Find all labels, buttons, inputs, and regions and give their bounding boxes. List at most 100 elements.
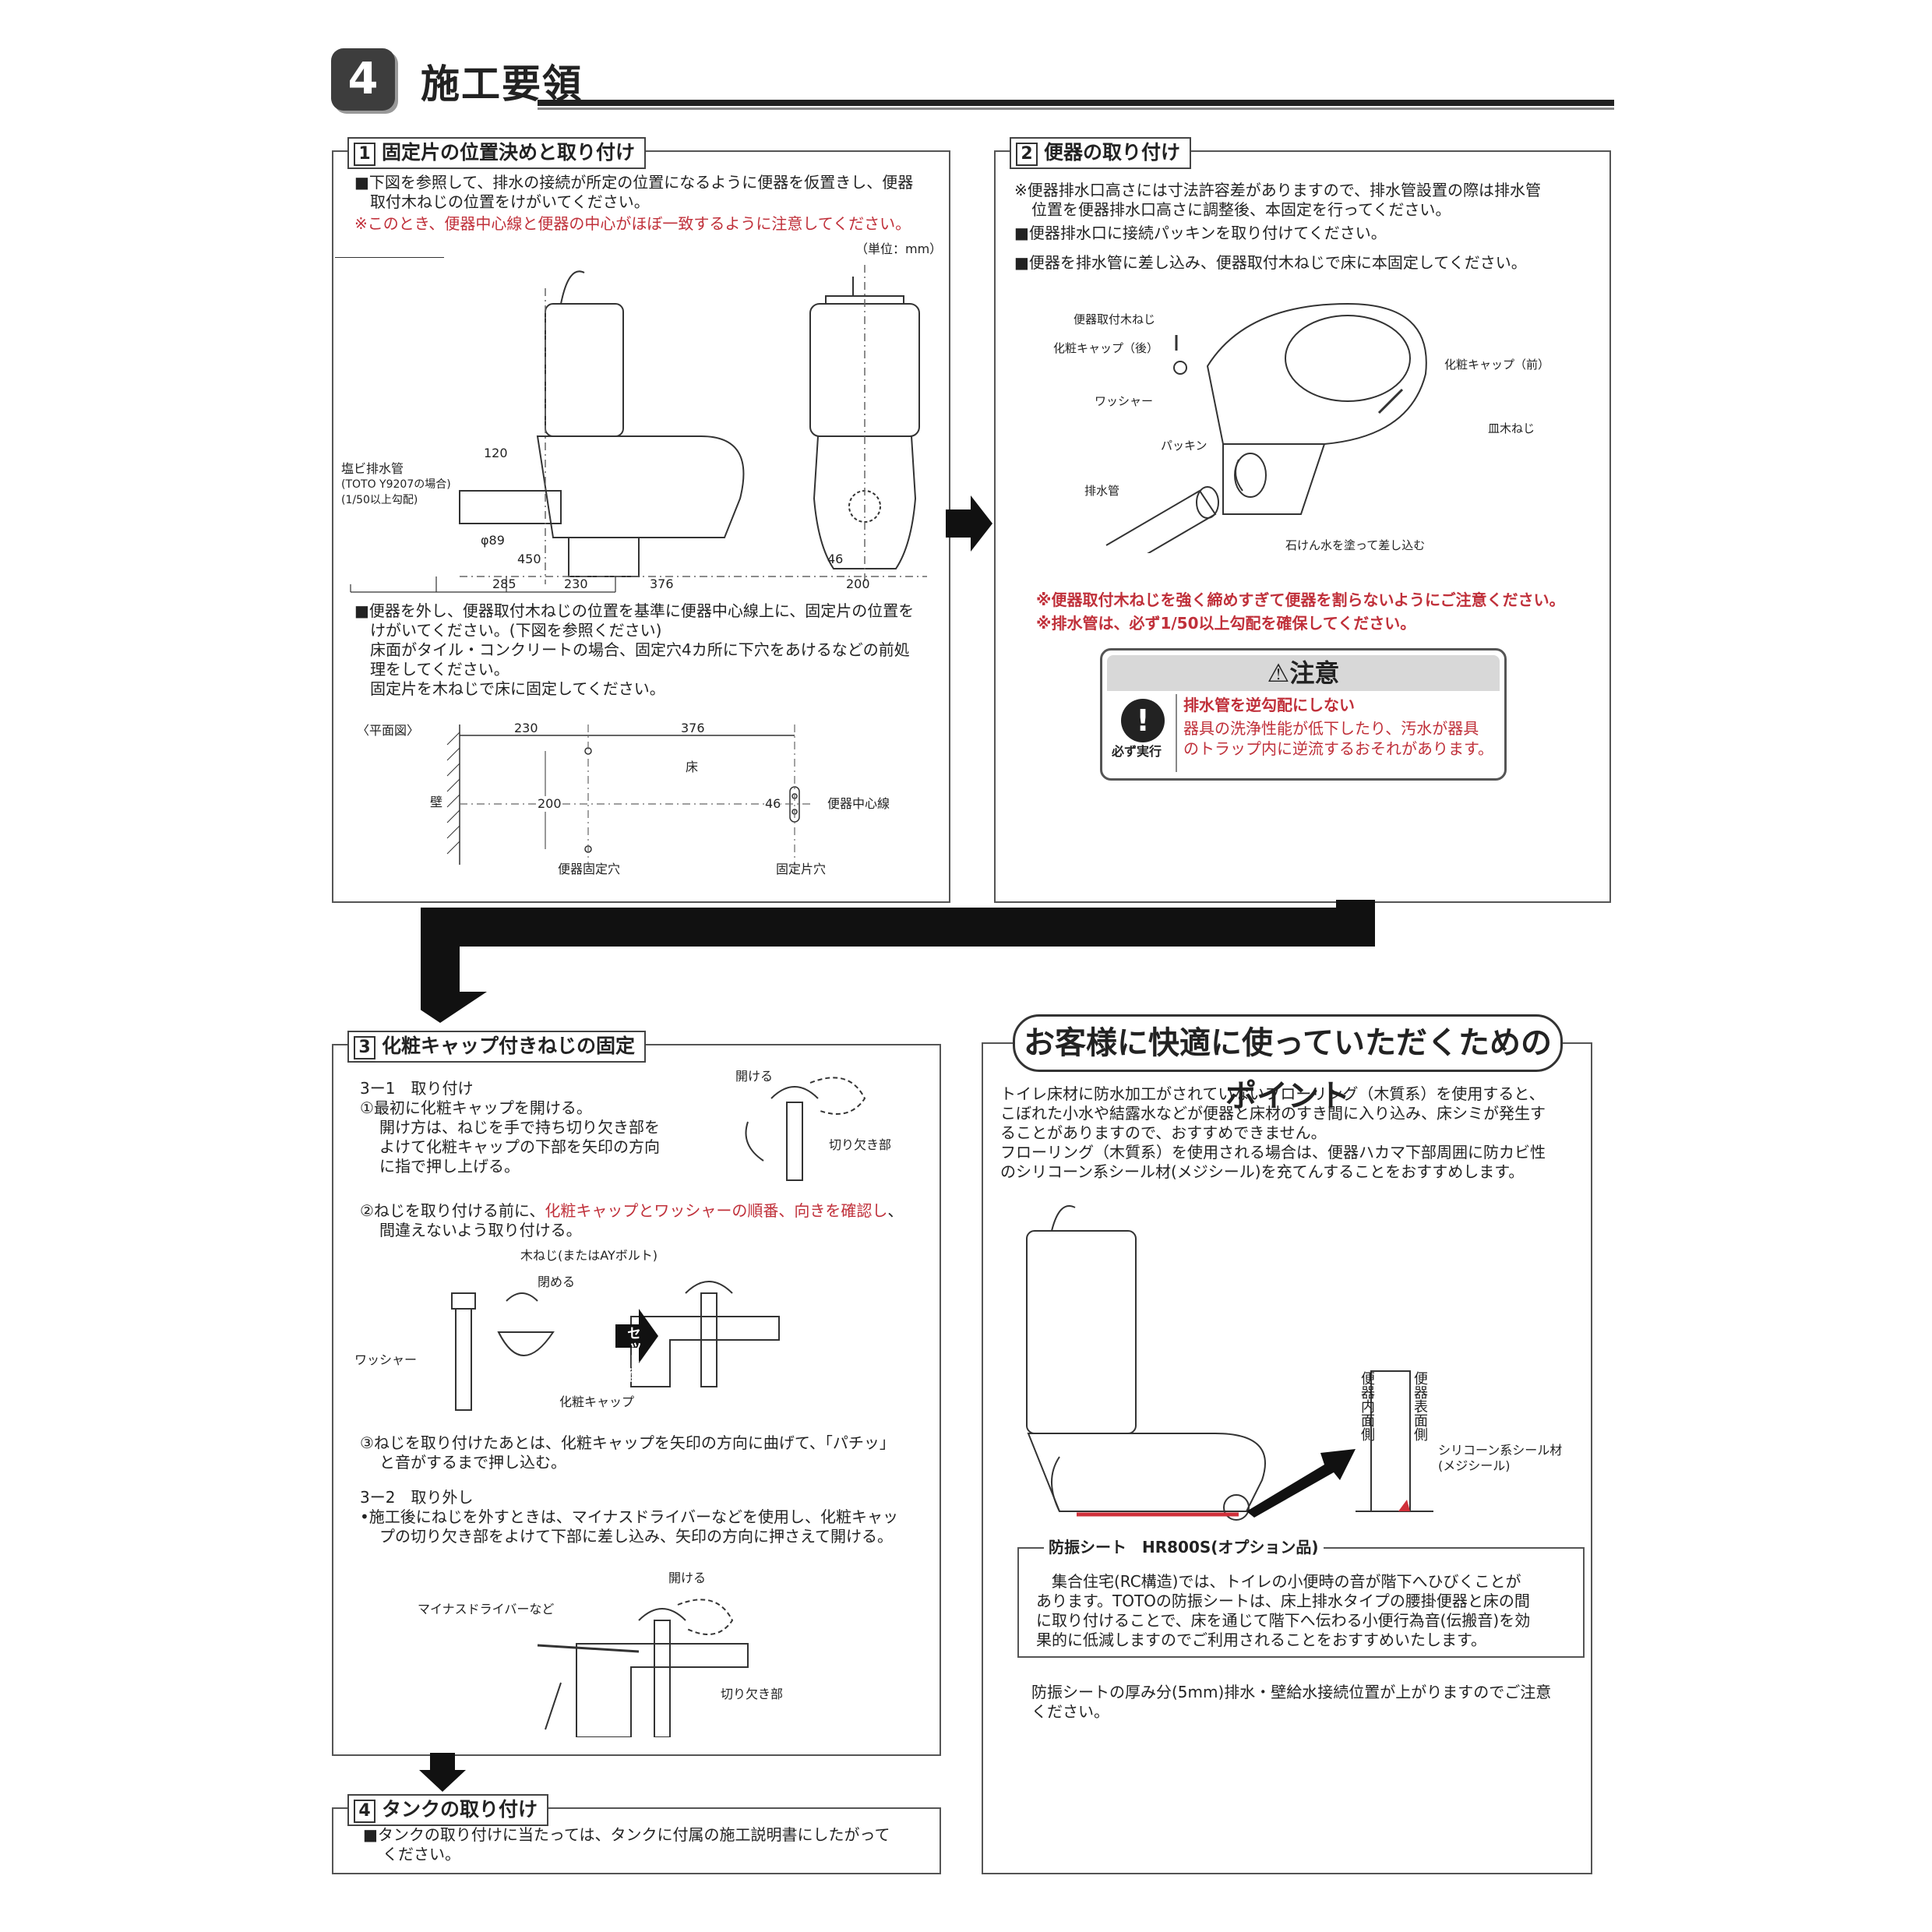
caution-body-line1: 器具の洗浄性能が低下したり、汚水が器具 <box>1183 719 1479 738</box>
section-number-badge: 4 <box>331 48 395 111</box>
d285-label: 285 <box>492 576 516 591</box>
seal-label-1: シリコーン系シール材 <box>1438 1443 1563 1458</box>
panel1-text1-line2: 取付木ねじの位置をけがいてください。 <box>370 192 650 211</box>
panel4-line2: ください。 <box>383 1845 460 1863</box>
panel3-title-text: 化粧キャップ付きねじの固定 <box>382 1035 636 1057</box>
panel2-title-text: 便器の取り付け <box>1044 141 1181 164</box>
arrow-right <box>946 495 992 552</box>
panel2-note1: ※便器取付木ねじを強く締めすぎて便器を割らないようにご注意ください。 <box>1036 591 1565 609</box>
panel-cap-screw <box>332 1044 941 1756</box>
plan-d376: 376 <box>681 721 705 735</box>
set-after-label: セット後 <box>625 1326 641 1382</box>
sheet-box <box>1017 1547 1585 1658</box>
unit-label: （単位：mm） <box>855 242 943 256</box>
label-pipe: 排水管 <box>1084 484 1120 498</box>
panel1-note: ※このとき、便器中心線と便器の中心がほぼ一致するように注意してください。 <box>354 214 911 233</box>
d200-label: 200 <box>846 576 870 591</box>
header-rule-shadow <box>538 108 1614 110</box>
d46-label: 46 <box>827 552 844 566</box>
sheet-line3: に取り付けることで、床を通じて階下へ伝わる小便行為音(伝搬音)を効 <box>1036 1611 1531 1630</box>
toilet-side-front-diagram <box>335 257 927 593</box>
washer-label: ワッシャー <box>354 1352 418 1367</box>
notch-label: 切り欠き部 <box>829 1137 892 1152</box>
arrow-down <box>419 1753 466 1792</box>
panel2-text-line1: ※便器排水口高さには寸法許容差がありますので、排水管設置の際は排水管 <box>1014 181 1541 199</box>
pipe-sub2: (1/50以上勾配) <box>341 494 418 506</box>
plan-view-diagram <box>446 724 810 865</box>
panel1-text2-line1: ■便器を外し、便器取付木ねじの位置を基準に便器中心線上に、固定片の位置を <box>354 601 915 620</box>
sheet-line4: 果的に低減しますのでご利用されることをおすすめいたします。 <box>1036 1631 1486 1649</box>
panel1-text2-line3: 床面がタイル・コンクリートの場合、固定穴4カ所に下穴をあけるなどの前処 <box>370 640 910 659</box>
label-flat-screw: 皿木ねじ <box>1488 421 1535 435</box>
pipe-label: 塩ビ排水管 <box>341 461 404 476</box>
panel1-number: 1 <box>354 143 375 166</box>
panel1-text2-line5: 固定片を木ねじで床に固定してください。 <box>370 679 665 698</box>
panel3-number: 3 <box>354 1036 375 1059</box>
s1-1-line3: よけて化粧キャップの下部を矢印の方向 <box>379 1137 660 1156</box>
panel1-title-text: 固定片の位置決めと取り付け <box>382 141 636 164</box>
must-do-label: 必ず実行 <box>1112 744 1162 759</box>
label-cap-back: 化粧キャップ（後） <box>1053 341 1159 355</box>
cap-label: 化粧キャップ <box>559 1394 635 1409</box>
sheet-line2: あります。TOTOの防振シートは、床上排水タイプの腰掛便器と床の間 <box>1036 1592 1530 1610</box>
panel2-number: 2 <box>1016 143 1038 166</box>
caution-title: 排水管を逆勾配にしない <box>1183 696 1355 714</box>
panel2-text-line2: 位置を便器排水口高さに調整後、本固定を行ってください。 <box>1031 200 1451 219</box>
outer-side-label: 便器表面側 <box>1412 1371 1428 1441</box>
plan-d46: 46 <box>765 796 781 812</box>
open2-label: 開ける <box>668 1571 707 1585</box>
label-packing: パッキン <box>1161 439 1208 453</box>
panel1-text2-line2: けがいてください。(下図を参照ください) <box>370 621 662 640</box>
s1-1-line1: ①最初に化粧キャップを開ける。 <box>360 1098 592 1117</box>
panel2-note2: ※排水管は、必ず1/50以上勾配を確保してください。 <box>1036 614 1416 633</box>
sheet-title: 防振シート HR800S(オプション品) <box>1044 1538 1324 1557</box>
plan-center-label: 便器中心線 <box>827 796 890 811</box>
point-text-line3: ることがありますので、おすすめできません。 <box>1000 1123 1327 1142</box>
label-screw: 便器取付木ねじ <box>1074 312 1156 326</box>
panel2-text-line3: ■便器排水口に接続パッキンを取り付けてください。 <box>1014 224 1387 242</box>
s1-2-b: 、 <box>887 1201 904 1220</box>
point-text-line4: フローリング（木質系）を使用される場合は、便器ハカマ下部周囲に防カビ性 <box>1000 1143 1546 1162</box>
s1-1-line4: に指で押し上げる。 <box>379 1157 520 1176</box>
panel-comfort-points <box>982 1042 1592 1874</box>
caution-divider <box>1176 694 1177 772</box>
plan-floor: 床 <box>686 760 699 774</box>
seal-label-2: (メジシール) <box>1438 1458 1511 1473</box>
d450-label: 450 <box>517 552 541 566</box>
screw-label: 木ねじ(またはAYボルト) <box>520 1248 658 1263</box>
pipe-sub1: (TOTO Y9207の場合) <box>341 478 451 491</box>
caution-header-text: 注意 <box>1289 658 1340 688</box>
driver-label: マイナスドライバーなど <box>418 1602 555 1616</box>
open-label: 開ける <box>735 1069 774 1084</box>
d120-label: 120 <box>484 446 508 460</box>
panel3-title: 3 化粧キャップ付きねじの固定 <box>347 1031 647 1063</box>
s1-2-line2: 間違えないよう取り付ける。 <box>379 1221 582 1239</box>
plan-hole2: 固定片穴 <box>776 862 827 876</box>
point-text-line1: トイレ床材に防水加工がされていないフローリング（木質系）を使用すると、 <box>1000 1084 1545 1103</box>
cap-set-diagram <box>451 1281 780 1411</box>
plan-title: 〈平面図〉 <box>357 723 420 738</box>
cap-remove-diagram <box>537 1599 749 1737</box>
s1-2-red: 化粧キャップとワッシャーの順番、向きを確認し <box>545 1201 888 1220</box>
panel4-title-text: タンクの取り付け <box>382 1798 538 1821</box>
plan-hole1: 便器固定穴 <box>558 862 621 876</box>
panel2-text-line4: ■便器を排水管に差し込み、便器取付木ねじで床に本固定してください。 <box>1014 253 1527 272</box>
s1-3-line2: と音がするまで押し込む。 <box>379 1453 566 1472</box>
d230-label: 230 <box>564 576 588 591</box>
d376-label: 376 <box>650 576 674 591</box>
s1-2-a: ②ねじを取り付ける前に、 <box>360 1201 545 1220</box>
phi89-label: φ89 <box>481 533 505 548</box>
inner-side-label: 便器内面側 <box>1359 1371 1375 1441</box>
cap-open-diagram <box>745 1077 866 1181</box>
header-rule <box>538 100 1614 106</box>
footer-line2: ください。 <box>1031 1702 1109 1721</box>
s1-3-line1: ③ねじを取り付けたあとは、化粧キャップを矢印の方向に曲げて、「パチッ」 <box>360 1433 895 1452</box>
sheet-line1: 集合住宅(RC構造)では、トイレの小便時の音が階下へひびくことが <box>1052 1572 1521 1591</box>
toilet-install-diagram <box>1105 302 1427 553</box>
label-washer: ワッシャー <box>1095 394 1154 408</box>
s1-1-line2: 開け方は、ねじを手で持ち切り欠き部を <box>379 1118 660 1137</box>
label-cap-front: 化粧キャップ（前） <box>1444 358 1550 372</box>
sealant-diagram <box>1026 1205 1433 1521</box>
notch2-label: 切り欠き部 <box>721 1687 784 1701</box>
